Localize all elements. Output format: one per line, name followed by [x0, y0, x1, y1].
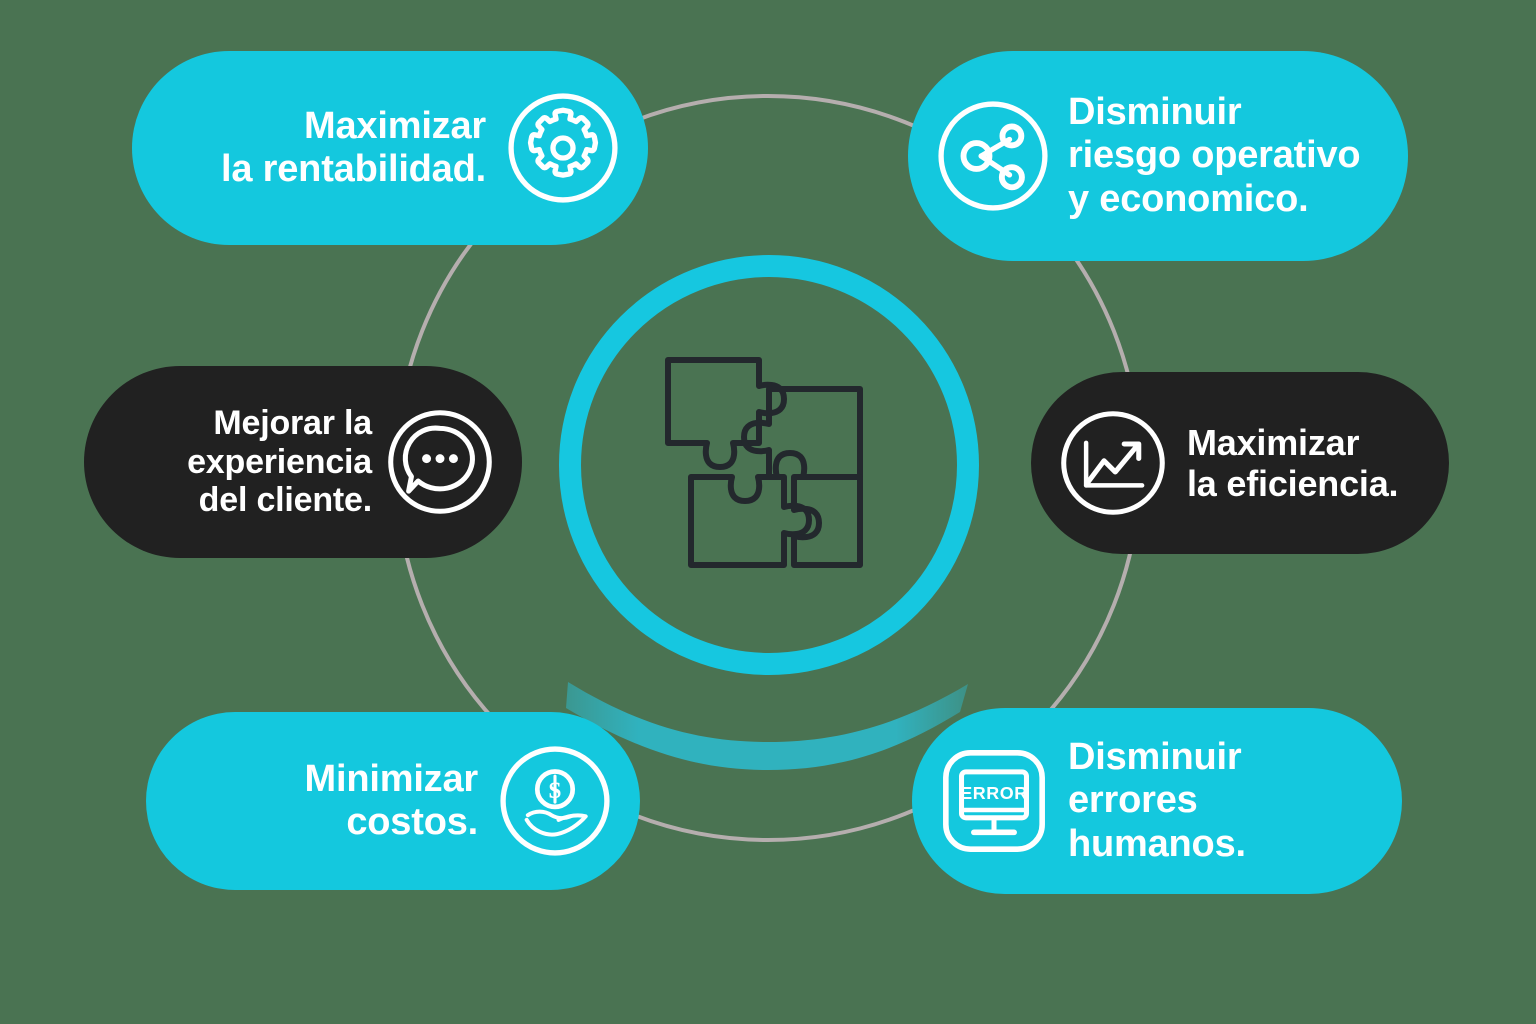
node-label-errores: Disminuir errores humanos.: [1068, 736, 1246, 865]
node-maximizar-eficiencia[interactable]: Maximizar la eficiencia.: [1031, 372, 1449, 554]
share-network-icon: [938, 101, 1048, 211]
gear-icon: [508, 93, 618, 203]
node-maximizar-rentabilidad[interactable]: Maximizar la rentabilidad.: [132, 51, 648, 245]
chat-bubble-icon: [388, 410, 492, 514]
error-screen-text: ERROR: [960, 783, 1027, 803]
node-disminuir-errores[interactable]: ERROR Disminuir errores humanos.: [912, 708, 1402, 894]
node-mejorar-experiencia[interactable]: Mejorar la experiencia del cliente.: [84, 366, 522, 558]
node-disminuir-riesgo[interactable]: Disminuir riesgo operativo y economico.: [908, 51, 1408, 261]
node-minimizar-costos[interactable]: Minimizar costos. S: [146, 712, 640, 890]
node-label-rentabilidad: Maximizar la rentabilidad.: [221, 104, 486, 190]
center-emblem: [559, 255, 979, 675]
growth-chart-icon: [1061, 411, 1165, 515]
hand-coin-icon: S: [500, 746, 610, 856]
monitor-error-icon: ERROR: [943, 750, 1045, 852]
node-label-eficiencia: Maximizar la eficiencia.: [1187, 421, 1399, 504]
node-label-riesgo: Disminuir riesgo operativo y economico.: [1068, 91, 1361, 220]
node-label-costos: Minimizar costos.: [304, 757, 479, 843]
puzzle-pieces-icon: [665, 357, 863, 568]
node-label-experiencia: Mejorar la experiencia del cliente.: [187, 403, 372, 520]
